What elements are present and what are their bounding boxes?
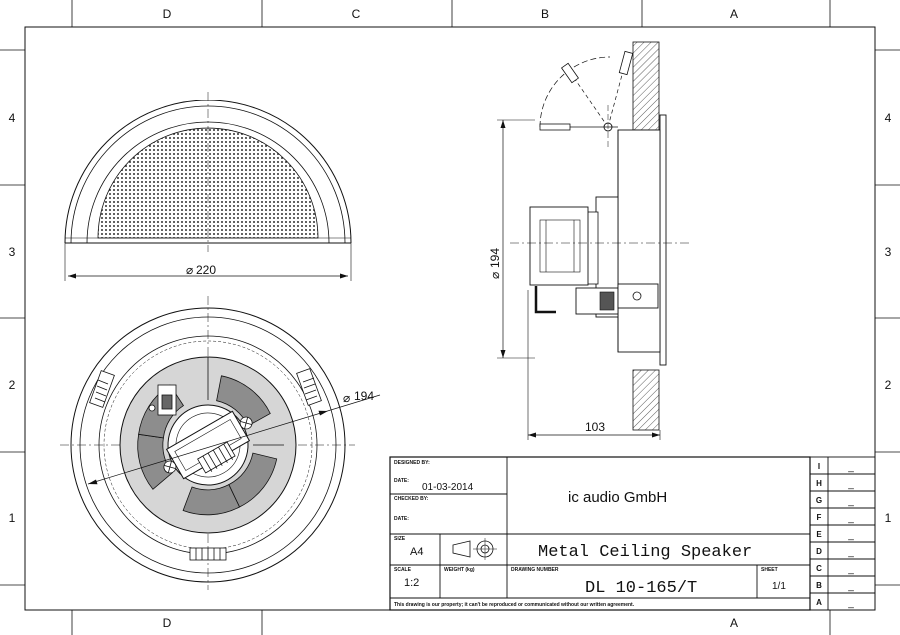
- grille-diameter-dimension: ⌀ 220: [68, 263, 348, 279]
- revision-letter: B: [816, 581, 822, 590]
- zone-label-right-1: 1: [885, 511, 892, 525]
- front-view: ⌀ 194: [60, 296, 381, 590]
- terminal-assembly: [163, 404, 253, 486]
- revision-value: _: [847, 462, 854, 473]
- zone-label-left-4: 4: [9, 111, 16, 125]
- revision-letter: C: [816, 564, 822, 573]
- date-label-designed: DATE:: [394, 478, 409, 484]
- checked-by-label: CHECKED BY:: [394, 496, 429, 502]
- revision-letter: D: [816, 547, 822, 556]
- zone-label-right-2: 2: [885, 378, 892, 392]
- ceiling-section-upper: [632, 41, 660, 131]
- speaker-body: [617, 129, 661, 353]
- revision-letter: I: [818, 462, 820, 471]
- projection-symbol: [452, 538, 497, 560]
- drawing-number-label: DRAWING NUMBER: [511, 567, 559, 573]
- revision-letter: E: [816, 530, 822, 539]
- designed-by-label: DESIGNED BY:: [394, 460, 430, 466]
- zone-label-top-b: B: [541, 7, 549, 21]
- zone-label-left-3: 3: [9, 245, 16, 259]
- magnet-assembly: [529, 206, 589, 286]
- revision-letter: F: [817, 513, 822, 522]
- zone-label-left-1: 1: [9, 511, 16, 525]
- grille-diameter-value: 220: [196, 263, 216, 277]
- revision-value: _: [847, 564, 854, 575]
- sheet-value: 1/1: [772, 581, 786, 592]
- scale-label: SCALE: [394, 567, 412, 573]
- size-value: A4: [410, 546, 423, 558]
- revision-letter: A: [816, 598, 822, 607]
- side-view: ⌀ 194 103: [488, 41, 690, 440]
- depth-dimension: 103: [527, 290, 661, 440]
- revision-value: _: [847, 598, 854, 609]
- zone-label-bottom-a: A: [730, 616, 738, 630]
- zone-label-top-d: D: [163, 7, 172, 21]
- wire-clip: [148, 384, 177, 416]
- front-diameter-dimension: ⌀ 194: [87, 389, 381, 485]
- svg-text:⌀: ⌀: [186, 263, 193, 277]
- top-view-grille: [64, 92, 352, 281]
- zone-label-left-2: 2: [9, 378, 16, 392]
- revision-letter: H: [816, 479, 822, 488]
- scale-value: 1:2: [404, 577, 419, 589]
- revision-value: _: [847, 496, 854, 507]
- cone-segments: [137, 375, 278, 516]
- zone-label-bottom-d: D: [163, 616, 172, 630]
- revision-value: _: [847, 547, 854, 558]
- depth-value: 103: [585, 420, 605, 434]
- clamp-swing-arc: [539, 56, 611, 128]
- sheet-label: SHEET: [761, 567, 778, 573]
- property-notice: This drawing is our property; it can't b…: [394, 602, 635, 608]
- zone-label-right-3: 3: [885, 245, 892, 259]
- revision-values: _ _ _ _ _ _ _ _ _: [847, 462, 854, 609]
- revision-table: [809, 456, 876, 611]
- svg-text:⌀: ⌀: [488, 272, 502, 279]
- company-name: ic audio GmbH: [568, 489, 667, 506]
- size-label: SIZE: [394, 536, 406, 542]
- front-diameter-value: 194: [354, 389, 374, 403]
- spring-clamp-left: [89, 370, 115, 408]
- date-label-checked: DATE:: [394, 516, 409, 522]
- spring-clamp-right: [296, 368, 322, 406]
- design-date: 01-03-2014: [422, 482, 474, 493]
- drawing-number: DL 10-165/T: [585, 579, 697, 598]
- side-diameter-value: 194: [488, 248, 502, 268]
- weight-label: WEIGHT (kg): [444, 567, 475, 573]
- revision-value: _: [847, 479, 854, 490]
- sheet-frame: [24, 26, 876, 611]
- svg-text:⌀: ⌀: [343, 391, 350, 405]
- zone-label-top-c: C: [352, 7, 361, 21]
- spring-clamp-bottom: [189, 547, 227, 561]
- revision-value: _: [847, 581, 854, 592]
- drawing-title: Metal Ceiling Speaker: [538, 543, 752, 562]
- ceiling-section-lower: [632, 369, 660, 431]
- revision-value: _: [847, 513, 854, 524]
- side-diameter-dimension: ⌀ 194: [488, 119, 535, 359]
- revision-letter: G: [816, 496, 822, 505]
- zone-label-right-4: 4: [885, 111, 892, 125]
- zone-label-top-a: A: [730, 7, 738, 21]
- revision-value: _: [847, 530, 854, 541]
- revision-letters: I H G F E D C B A: [816, 462, 822, 607]
